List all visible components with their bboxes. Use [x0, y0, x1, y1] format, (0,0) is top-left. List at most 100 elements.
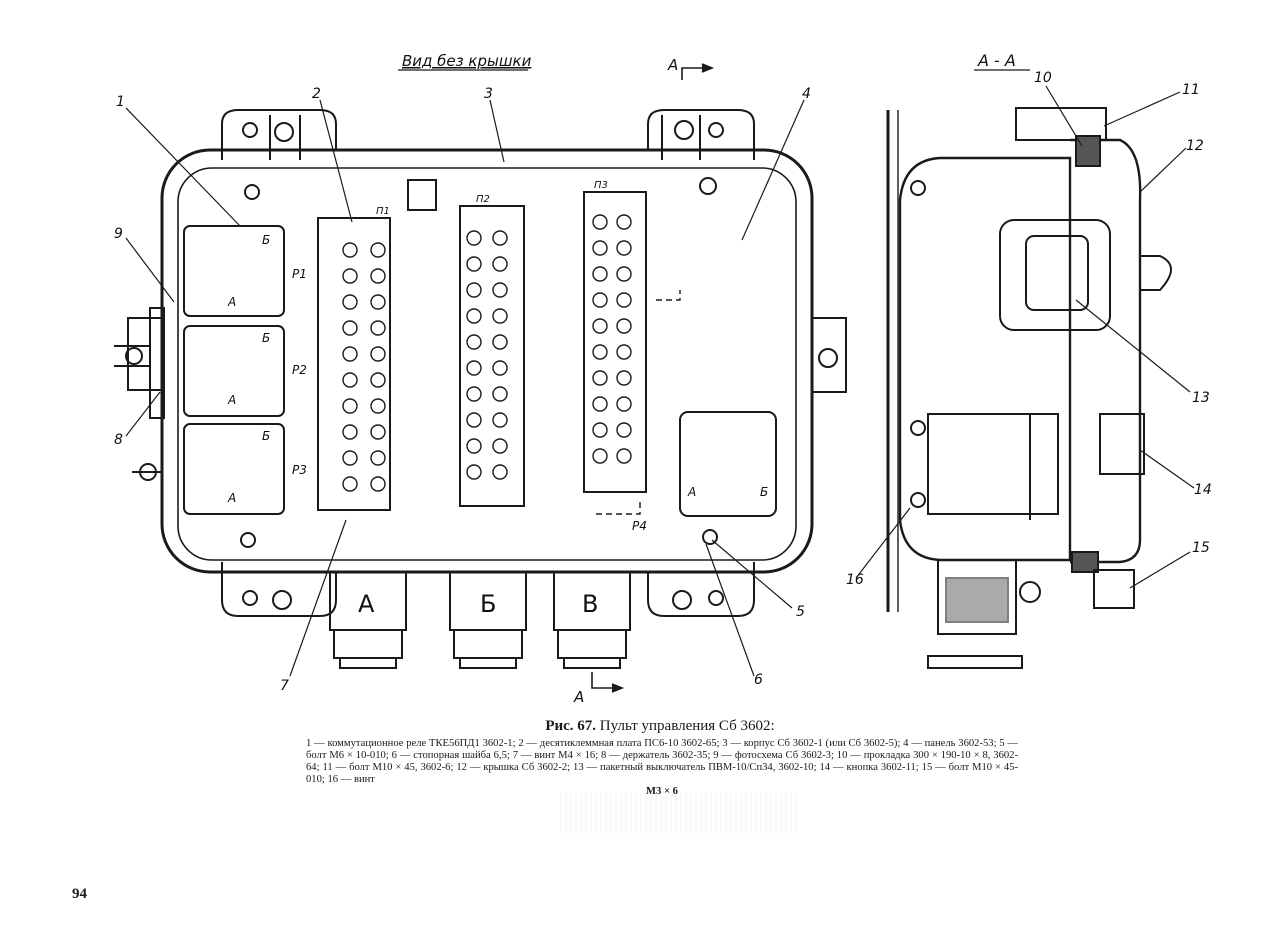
figure-title: Пульт управления Сб 3602: — [599, 718, 775, 734]
terminal-screw — [342, 268, 358, 284]
terminal-screw — [370, 476, 386, 492]
section-label: А - А — [977, 51, 1016, 70]
terminal-screw — [492, 386, 508, 402]
terminal-screw — [342, 242, 358, 258]
bleed-through-noise — [560, 793, 800, 833]
terminal-screw — [466, 438, 482, 454]
terminal-screw — [616, 214, 632, 230]
terminal-screw — [492, 438, 508, 454]
terminal-screw — [370, 242, 386, 258]
callout-8: 8 — [114, 432, 123, 448]
terminal-screw — [466, 386, 482, 402]
callout-12: 12 — [1186, 138, 1204, 154]
relay-p3-sign-b: Б — [262, 429, 270, 443]
terminal-screw — [370, 294, 386, 310]
callout-1: 1 — [116, 94, 125, 110]
relay-p2-sign-b: Б — [262, 331, 270, 345]
callout-11: 11 — [1182, 82, 1200, 98]
callout-4: 4 — [802, 86, 811, 102]
relay-p1-sign-a: А — [227, 295, 236, 309]
figure-legend: 1 — коммутационное реле ТКЕ56ПД1 3602-1;… — [306, 738, 1018, 785]
callout-16: 16 — [846, 572, 864, 588]
callout-7: 7 — [280, 678, 289, 694]
terminal-screw — [370, 372, 386, 388]
relay-p3-sign-a: А — [227, 491, 236, 505]
photoscheme-sign-b: Б — [760, 485, 768, 499]
terminal-screw — [616, 448, 632, 464]
figure-number: Рис. 67. — [545, 718, 597, 734]
terminal-screw — [370, 320, 386, 336]
relay-p2-body — [183, 325, 285, 417]
terminal-screw — [370, 450, 386, 466]
photoscheme-p4-body — [679, 411, 777, 517]
terminal-screw — [616, 344, 632, 360]
board-p3-label: П3 — [594, 180, 608, 191]
terminal-screw — [466, 412, 482, 428]
callout-14: 14 — [1194, 482, 1212, 498]
terminal-board-p3 — [583, 191, 647, 493]
terminal-screw — [342, 424, 358, 440]
terminal-screw — [492, 334, 508, 350]
page-number: 94 — [72, 886, 87, 902]
terminal-screw — [492, 282, 508, 298]
relay-p2-label: P2 — [292, 363, 307, 377]
relay-p1-sign-b: Б — [262, 233, 270, 247]
terminal-screw — [370, 424, 386, 440]
callout-13: 13 — [1192, 390, 1210, 406]
terminal-screw — [342, 320, 358, 336]
terminal-screws — [342, 214, 632, 492]
relay-p1-body — [183, 225, 285, 317]
callout-6: 6 — [754, 672, 763, 688]
terminal-screw — [342, 476, 358, 492]
terminal-screw — [370, 398, 386, 414]
terminal-screw — [342, 398, 358, 414]
photoscheme-label: P4 — [632, 519, 647, 533]
terminal-screw — [466, 256, 482, 272]
terminal-screw — [370, 346, 386, 362]
terminal-screw — [466, 334, 482, 350]
board-p1-label: П1 — [376, 206, 390, 217]
terminal-screw — [492, 256, 508, 272]
terminal-screw — [592, 344, 608, 360]
terminal-screw — [616, 240, 632, 256]
terminal-screw — [492, 230, 508, 246]
terminal-screw — [616, 422, 632, 438]
section-arrow-top: А — [667, 56, 678, 74]
terminal-screw — [466, 360, 482, 376]
terminal-screw — [592, 396, 608, 412]
terminal-screw — [466, 282, 482, 298]
callout-9: 9 — [114, 226, 123, 242]
terminal-board-p2 — [459, 205, 525, 507]
terminal-screw — [592, 448, 608, 464]
terminal-screw — [342, 372, 358, 388]
figure-legend-end: М3 × 6 — [646, 786, 678, 797]
panel-outline — [177, 167, 797, 561]
terminal-screw — [466, 230, 482, 246]
housing-outline — [160, 148, 814, 574]
relay-p1-label: P1 — [292, 267, 307, 281]
callout-5: 5 — [796, 604, 805, 620]
terminal-screw — [592, 370, 608, 386]
figure-caption-body: 1 — коммутационное реле ТКЕ56ПД1 3602-1;… — [306, 738, 1018, 798]
relay-p2-sign-a: А — [227, 393, 236, 407]
callout-2: 2 — [312, 86, 321, 102]
terminal-screw — [342, 450, 358, 466]
photoscheme-sign-a: А — [687, 485, 696, 499]
connector-b-label: Б — [480, 590, 496, 618]
terminal-screw — [616, 370, 632, 386]
terminal-screw — [492, 308, 508, 324]
terminal-screw — [616, 266, 632, 282]
board-p2-label: П2 — [476, 194, 490, 205]
terminal-screw — [492, 360, 508, 376]
terminal-screw — [616, 396, 632, 412]
terminal-screw — [466, 308, 482, 324]
figure-caption-title: Рис. 67. Пульт управления Сб 3602: — [300, 718, 1020, 735]
terminal-screw — [592, 318, 608, 334]
relay-p3-body — [183, 423, 285, 515]
connector-v-label: В — [582, 590, 598, 618]
terminal-screw — [592, 240, 608, 256]
terminal-screw — [592, 422, 608, 438]
section-arrow-bottom: А — [573, 688, 584, 706]
